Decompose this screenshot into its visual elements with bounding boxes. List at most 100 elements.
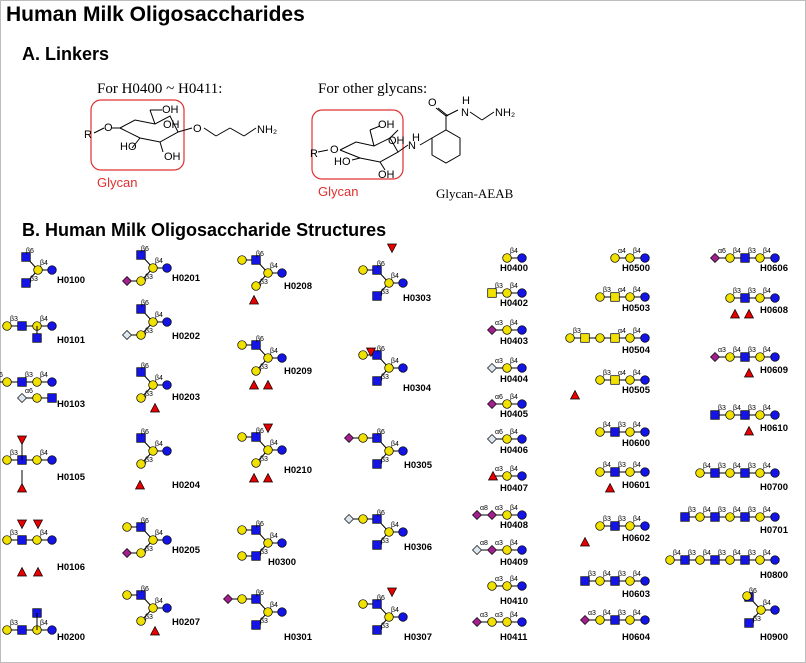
bond-label: β4 (155, 312, 163, 319)
gal-circle (136, 393, 146, 403)
gal-circle (237, 255, 247, 265)
gal-circle (263, 607, 273, 617)
glc-circle (47, 265, 57, 275)
gal-circle (742, 591, 752, 601)
glc-circle (640, 576, 650, 586)
structure-id: H0604 (622, 632, 651, 643)
structure-id: H0101 (57, 335, 86, 346)
bond-label: α6 (0, 372, 3, 379)
gal-circle (251, 366, 261, 376)
glc-circle (47, 321, 57, 331)
gal-circle (595, 615, 605, 625)
gal-circle (33, 265, 43, 275)
glcnac-square (740, 253, 750, 263)
structure-id: H0600 (622, 438, 650, 449)
sialic-acid-diamond (580, 615, 590, 625)
gal-circle (695, 468, 705, 478)
gal-circle (487, 617, 497, 627)
gal-circle (755, 555, 765, 565)
bond-label: β4 (603, 610, 611, 617)
bond-label: β3 (688, 507, 696, 514)
glc-circle (517, 399, 527, 409)
structure-id: H0900 (760, 632, 788, 643)
glcnac-square (251, 432, 261, 442)
sialic-acid-diamond (472, 510, 482, 520)
structure-id: H0301 (284, 632, 313, 643)
gal-circle (2, 455, 12, 465)
linker2-glycan-label: Glycan (318, 184, 358, 199)
bond-label: β3 (748, 288, 756, 295)
structure-id: H0305 (404, 460, 433, 471)
gal-circle (725, 468, 735, 478)
bond-label: β3 (603, 287, 611, 294)
glcnac-square (710, 555, 720, 565)
fucose-triangle (248, 472, 260, 483)
gal-circle (32, 393, 42, 403)
fucose-triangle (149, 625, 161, 636)
bond-label: β6 (377, 510, 385, 517)
bond-label: β4 (633, 422, 641, 429)
bond-label: β4 (703, 550, 711, 557)
linker1-caption: For H0400 ~ H0411: (97, 81, 222, 97)
gal-circle (384, 363, 394, 373)
fucose-triangle (149, 402, 161, 413)
structure-id: H0103 (57, 399, 85, 410)
glc-circle (517, 325, 527, 335)
gal-circle (358, 350, 368, 360)
bond-label: β4 (633, 610, 641, 617)
glc-circle (162, 535, 172, 545)
bond-label: β3 (260, 456, 268, 463)
structure-id: H0203 (172, 392, 200, 403)
bond-label: α6 (495, 394, 503, 401)
structure-id: H0304 (403, 383, 432, 394)
glc-circle (162, 317, 172, 327)
glc-circle (277, 268, 287, 278)
glcnac-square (21, 252, 31, 262)
fucose-triangle (248, 294, 260, 305)
gal-circle (148, 535, 158, 545)
bond-label: β3 (145, 457, 153, 464)
fucose-triangle (32, 519, 44, 530)
bond-label: β4 (603, 422, 611, 429)
bond-label: β3 (618, 571, 626, 578)
bond-label: β4 (40, 372, 48, 379)
structure-id: H0603 (622, 589, 650, 600)
gal-circle (502, 545, 512, 555)
bond-label: β6 (377, 346, 385, 353)
linker1-structure (93, 109, 257, 153)
sialic-acid-diamond (122, 548, 132, 558)
bond-label: β3 (688, 550, 696, 557)
bond-label: β4 (155, 441, 163, 448)
glcnac-square (610, 427, 620, 437)
gal-circle (251, 458, 261, 468)
bond-label: β3 (588, 571, 596, 578)
gal-circle (502, 325, 512, 335)
gal-circle (502, 363, 512, 373)
bond-label: α3 (495, 576, 503, 583)
galnac-square (610, 333, 620, 343)
fucose-triangle (248, 379, 260, 390)
bond-label: β4 (391, 273, 399, 280)
bond-label: β4 (673, 550, 681, 557)
linker1-oh-bot: OH (164, 151, 181, 163)
bond-label: β4 (155, 530, 163, 537)
sialic-acid-diamond (472, 545, 482, 555)
bond-label: β3 (10, 530, 18, 537)
bond-label: β3 (260, 549, 268, 556)
glcnac-square (21, 278, 31, 288)
sialic-acid-diamond (487, 434, 497, 444)
gal-circle (237, 525, 247, 535)
sialic-acid-diamond (710, 253, 720, 263)
glc-circle (398, 527, 408, 537)
glcnac-square (740, 352, 750, 362)
glcnac-square (740, 468, 750, 478)
bond-label: β3 (603, 370, 611, 377)
gal-circle (32, 535, 42, 545)
bond-label: β3 (10, 620, 18, 627)
bond-label: β3 (718, 507, 726, 514)
bond-label: α6 (25, 388, 33, 395)
bond-label: α3 (588, 610, 596, 617)
bond-label: α4 (618, 248, 626, 255)
glc-circle (770, 555, 780, 565)
bond-label: β3 (618, 422, 626, 429)
